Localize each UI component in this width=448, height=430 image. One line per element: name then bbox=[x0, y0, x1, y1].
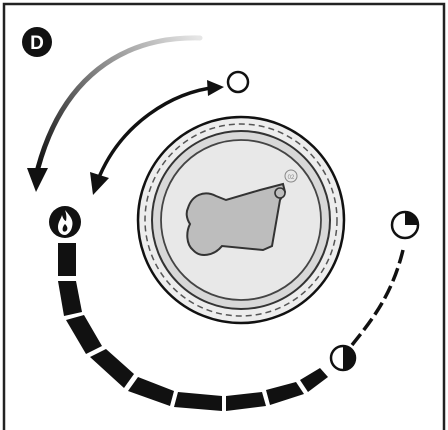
low-level-bar bbox=[350, 249, 405, 347]
outer-rotation-arrow bbox=[27, 35, 203, 192]
circle-outline-icon bbox=[226, 70, 250, 94]
control-knob[interactable]: 02 bbox=[136, 115, 346, 325]
step-badge-label: D bbox=[30, 33, 44, 54]
inner-rotation-arrow bbox=[90, 80, 224, 195]
knob-emblem-mark bbox=[284, 169, 298, 183]
knob-emblem-text: 02 bbox=[288, 175, 295, 181]
half-circle-icon bbox=[329, 344, 357, 372]
knob-grip-teeth bbox=[144, 123, 338, 317]
step-badge: D bbox=[22, 27, 52, 57]
knob-emblem-dot bbox=[274, 187, 286, 199]
flame-icon bbox=[49, 206, 81, 238]
quarter-circle-icon bbox=[390, 210, 420, 240]
heat-level-bar bbox=[58, 243, 328, 411]
knob-emblem bbox=[185, 182, 287, 256]
